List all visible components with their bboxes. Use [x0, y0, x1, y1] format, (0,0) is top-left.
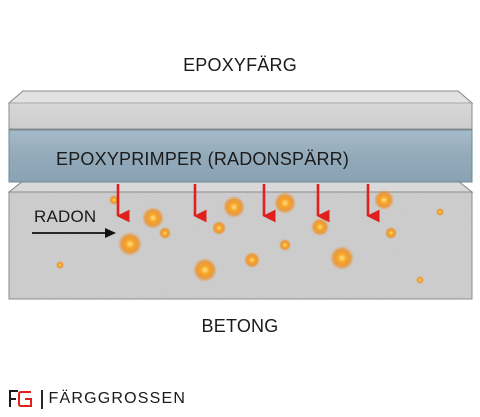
brand-footer: FÄRGGROSSEN — [8, 388, 186, 410]
radon-particle — [109, 195, 119, 205]
radon-particle — [374, 190, 394, 210]
radon-particle — [142, 207, 164, 229]
epoxy-paint-label: EPOXYFÄRG — [183, 55, 297, 75]
blocked-radon-arrows — [116, 184, 380, 223]
primer-layer — [8, 129, 473, 183]
radon-particle — [244, 252, 260, 268]
radon-particle — [56, 261, 64, 269]
radon-particle — [223, 196, 245, 218]
primer-label: EPOXYPRIMPER (RADONSPÄRR) — [56, 149, 350, 169]
radon-particle — [416, 276, 424, 284]
radon-particle — [274, 192, 296, 214]
radon-particle — [311, 218, 329, 236]
radon-particles — [56, 190, 444, 284]
radon-particle — [279, 239, 291, 251]
brand-divider — [41, 389, 43, 409]
radon-particle — [330, 246, 354, 270]
radon-particle — [159, 227, 171, 239]
radon-label: RADON — [34, 207, 97, 226]
radon-arrow — [32, 228, 116, 238]
brand-name: FÄRGGROSSEN — [48, 390, 187, 407]
concrete-label: BETONG — [201, 316, 279, 336]
radon-particle — [212, 221, 226, 235]
radon-particle — [193, 258, 217, 282]
radon-particle — [436, 208, 444, 216]
fg-logo-icon — [9, 390, 32, 407]
epoxy-paint-layer — [7, 90, 474, 130]
radon-particle — [118, 232, 142, 256]
radon-particle — [385, 227, 397, 239]
